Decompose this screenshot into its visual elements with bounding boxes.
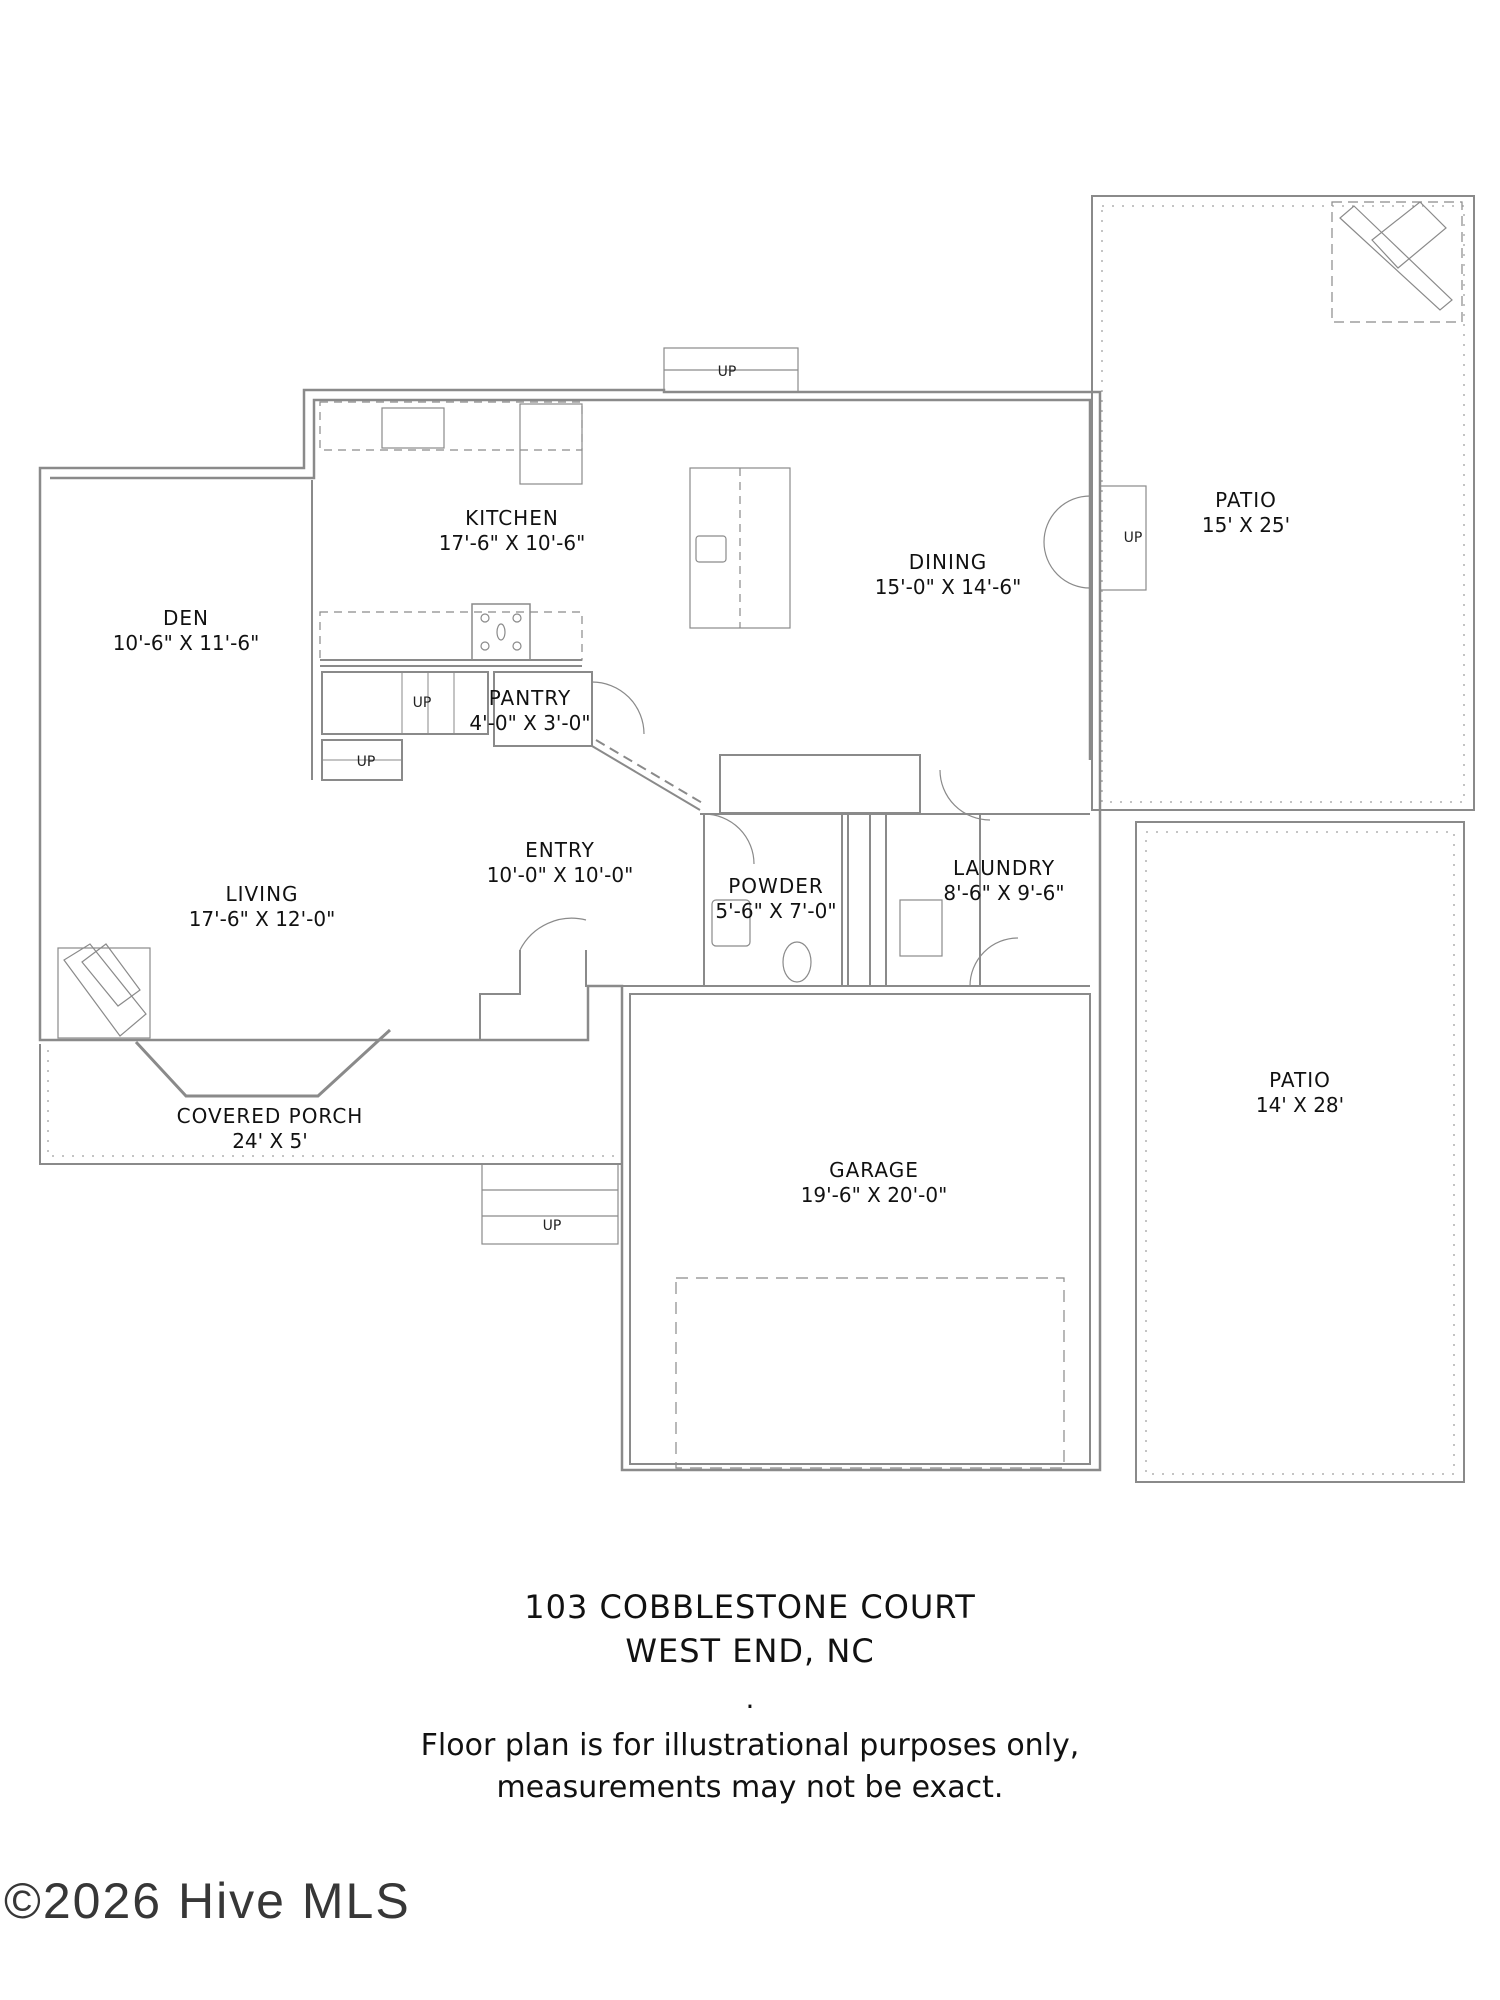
room-name: COVERED PORCH	[176, 1104, 364, 1128]
room-label-den: DEN 10'-6" X 11'-6"	[113, 606, 260, 656]
room-name: PATIO	[1269, 1068, 1331, 1092]
room-dimensions: 10'-0" X 10'-0"	[486, 863, 634, 887]
floor-plan-drawing	[38, 195, 1475, 1483]
patio-door-step	[1043, 485, 1147, 591]
room-label-kitchen: KITCHEN 17'-6" X 10'-6"	[439, 506, 586, 556]
bath-fixtures	[711, 899, 943, 983]
stair-up-label-patio-door: UP	[1123, 530, 1143, 546]
disclaimer-line-1: Floor plan is for illustrational purpose…	[420, 1728, 1080, 1763]
room-dimensions: 10'-6" X 11'-6"	[112, 631, 260, 655]
address-line-1: 103 COBBLESTONE COURT	[524, 1588, 976, 1626]
stair-up-label-interior-main: UP	[412, 695, 432, 711]
stair-up-label-interior-lower: UP	[356, 754, 376, 770]
room-label-living: LIVING 17'-6" X 12'-0"	[189, 882, 336, 932]
room-label-laundry: LAUNDRY 8'-6" X 9'-6"	[943, 856, 1064, 906]
room-name: LAUNDRY	[952, 856, 1056, 880]
range-icon	[471, 603, 531, 661]
room-dimensions: 4'-0" X 3'-0"	[469, 711, 591, 735]
room-label-patio-lower: PATIO 14' X 28'	[1256, 1068, 1344, 1118]
room-dimensions: 5'-6" X 7'-0"	[715, 899, 837, 923]
front-stairs	[481, 1163, 619, 1245]
interior-walls	[40, 480, 1090, 1041]
patio-lower-outline	[1135, 821, 1465, 1483]
room-label-entry: ENTRY 10'-0" X 10'-0"	[487, 838, 634, 888]
garage-outline	[629, 993, 1091, 1469]
room-dimensions: 15' X 25'	[1201, 513, 1291, 537]
room-dimensions: 15'-0" X 14'-6"	[874, 575, 1022, 599]
room-label-covered-porch: COVERED PORCH 24' X 5'	[177, 1104, 364, 1154]
rear-step	[663, 347, 799, 393]
room-label-powder: POWDER 5'-6" X 7'-0"	[715, 874, 836, 924]
room-name: PATIO	[1215, 488, 1277, 512]
room-dimensions: 8'-6" X 9'-6"	[943, 881, 1065, 905]
room-dimensions: 19'-6" X 20'-0"	[800, 1183, 948, 1207]
patio-fireplace-icon	[1331, 201, 1463, 323]
room-name: DEN	[163, 606, 209, 630]
room-dimensions: 24' X 5'	[232, 1129, 308, 1153]
room-label-garage: GARAGE 19'-6" X 20'-0"	[801, 1158, 948, 1208]
copyright-watermark: ©2026 Hive MLS	[4, 1873, 411, 1929]
room-name: LIVING	[225, 882, 299, 906]
room-label-patio-upper: PATIO 15' X 25'	[1202, 488, 1290, 538]
room-label-dining: DINING 15'-0" X 14'-6"	[875, 550, 1022, 600]
kitchen-island	[689, 467, 791, 629]
room-name: ENTRY	[525, 838, 595, 862]
room-name: DINING	[908, 550, 988, 574]
room-label-pantry: PANTRY 4'-0" X 3'-0"	[469, 686, 590, 736]
living-fireplace-icon	[57, 943, 151, 1039]
room-name: GARAGE	[829, 1158, 919, 1182]
room-dimensions: 17'-6" X 12'-0"	[188, 907, 336, 931]
address-line-2: WEST END, NC	[625, 1632, 875, 1670]
disclaimer-line-2: measurements may not be exact.	[496, 1770, 1004, 1805]
stair-up-label-front: UP	[542, 1218, 562, 1234]
room-name: PANTRY	[488, 686, 572, 710]
interior-stairs	[322, 672, 455, 761]
room-dimensions: 17'-6" X 10'-6"	[438, 531, 586, 555]
room-name: POWDER	[728, 874, 824, 898]
room-dimensions: 14' X 28'	[1255, 1093, 1345, 1117]
patio-upper-outline	[1091, 195, 1475, 811]
stair-up-label-rear: UP	[717, 364, 737, 380]
covered-porch-outline	[39, 1028, 622, 1165]
room-name: KITCHEN	[465, 506, 559, 530]
separator-dot: .	[745, 1682, 755, 1715]
kitchen-counters	[319, 401, 583, 661]
door-swings	[519, 681, 1019, 987]
